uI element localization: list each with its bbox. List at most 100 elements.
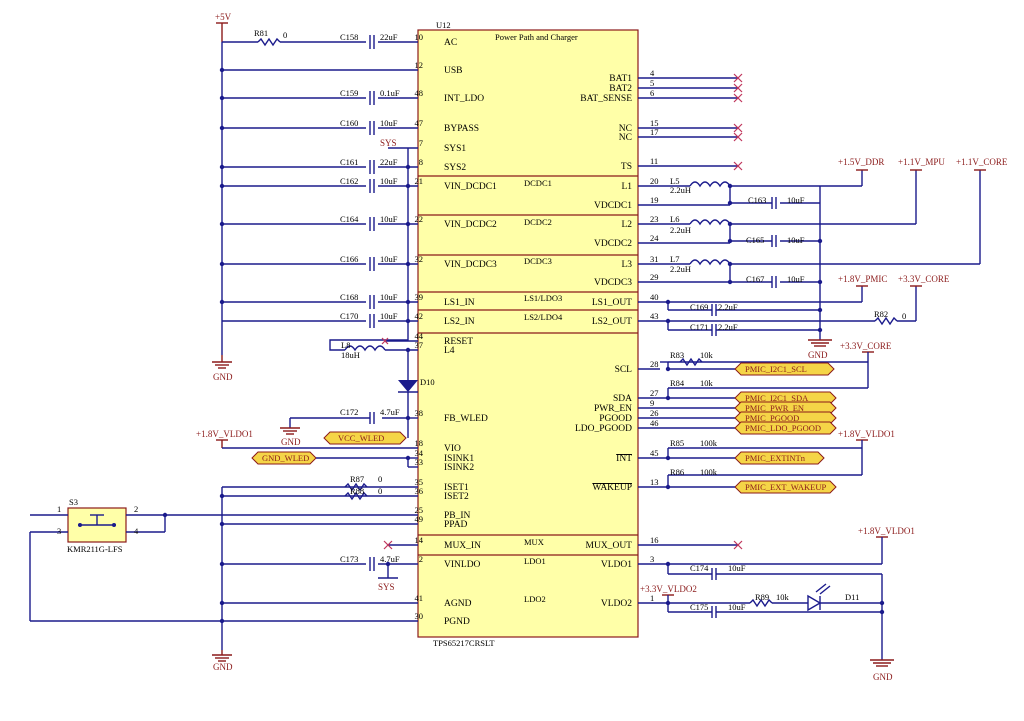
pin-name: MUX_IN <box>444 541 481 551</box>
svg-text:100k: 100k <box>700 467 718 477</box>
svg-text:0: 0 <box>378 486 382 496</box>
pin-name: WAKEUP <box>592 483 632 493</box>
pin-name: MUX_OUT <box>586 541 633 551</box>
net-vcc-wled: VCC_WLED <box>323 431 407 445</box>
svg-text:KMR211G-LFS: KMR211G-LFS <box>67 544 123 554</box>
pin-number: 3 <box>650 554 654 564</box>
pin-name: NC <box>619 124 632 134</box>
sys-label: SYS <box>380 138 397 148</box>
svg-text:2.2uH: 2.2uH <box>670 225 691 235</box>
svg-text:10k: 10k <box>776 592 790 602</box>
svg-text:+3.3V_CORE: +3.3V_CORE <box>840 341 892 351</box>
svg-text:22uF: 22uF <box>380 157 398 167</box>
gnd-symbol-bottom-right: GND <box>870 659 894 682</box>
pin-number: 32 <box>415 254 424 264</box>
svg-text:22uF: 22uF <box>380 32 398 42</box>
block-dcdc1: DCDC1 <box>524 178 552 188</box>
pin-name: VLDO1 <box>601 560 632 570</box>
pin-number: 26 <box>650 408 659 418</box>
svg-text:+1.1V_CORE: +1.1V_CORE <box>956 157 1008 167</box>
switch-s3: S3 KMR211G-LFS 1 2 3 4 <box>30 497 165 554</box>
pin-number: 15 <box>650 118 659 128</box>
svg-text:0: 0 <box>902 311 906 321</box>
pin-number: 27 <box>650 388 659 398</box>
svg-text:2.2uF: 2.2uF <box>718 302 738 312</box>
pin-name: SYS1 <box>444 144 466 154</box>
svg-text:R85: R85 <box>670 438 684 448</box>
pin-name: LDO_PGOOD <box>575 424 632 434</box>
pin-name: VDCDC3 <box>594 278 632 288</box>
svg-text:100k: 100k <box>700 438 718 448</box>
ic-part-number: TPS65217CRSLT <box>433 638 495 648</box>
pin-number: 6 <box>650 88 654 98</box>
pin-name: PGOOD <box>599 414 632 424</box>
svg-text:R84: R84 <box>670 378 685 388</box>
pin-name: RESET <box>444 337 473 347</box>
svg-text:10uF: 10uF <box>380 254 398 264</box>
svg-text:+1.1V_MPU: +1.1V_MPU <box>898 157 945 167</box>
svg-text:C163: C163 <box>748 195 766 205</box>
power-5v: +5V <box>215 12 232 42</box>
pin-name: LS1_IN <box>444 298 475 308</box>
svg-text:C174: C174 <box>690 563 709 573</box>
pin-number: 39 <box>415 292 424 302</box>
pin-number: 16 <box>650 535 659 545</box>
svg-text:1: 1 <box>57 504 61 514</box>
pin-number: 19 <box>650 195 659 205</box>
pin-number: 38 <box>415 408 424 418</box>
pin-name: ISET1 <box>444 483 469 493</box>
svg-text:PMIC_PGOOD: PMIC_PGOOD <box>745 413 799 423</box>
pin-name: PGND <box>444 617 470 627</box>
pin-name: VIN_DCDC1 <box>444 182 497 192</box>
pin-name: ISINK1 <box>444 454 474 464</box>
pin-name: SYS2 <box>444 163 466 173</box>
svg-text:C160: C160 <box>340 118 358 128</box>
pin-number: 47 <box>415 118 424 128</box>
d11-led: D11 <box>807 583 859 612</box>
pin-number: 36 <box>415 486 424 496</box>
svg-text:PMIC_PWR_EN: PMIC_PWR_EN <box>745 403 804 413</box>
pin-name: VINLDO <box>444 560 481 570</box>
svg-text:C175: C175 <box>690 602 708 612</box>
power-flags-right: +1.5V_DDR +1.1V_MPU +1.1V_CORE +1.8V_PMI… <box>838 157 1008 287</box>
pin-number: 31 <box>650 254 659 264</box>
power-18v-vldo1-ldo: +1.8V_VLDO1 <box>858 526 915 538</box>
pin-number: 29 <box>650 272 659 282</box>
pin-number: 44 <box>415 331 424 341</box>
gnd-label: GND <box>213 372 233 382</box>
power-33v-vldo2: +3.3V_VLDO2 <box>640 584 697 596</box>
svg-text:0.1uF: 0.1uF <box>380 88 400 98</box>
pin-number: 14 <box>415 535 424 545</box>
svg-text:GND: GND <box>281 437 301 447</box>
svg-text:C162: C162 <box>340 176 358 186</box>
svg-text:C164: C164 <box>340 214 359 224</box>
ic-left-pins: 10AC12USB48INT_LDO47BYPASS7SYS18SYS221VI… <box>415 32 498 627</box>
block-dcdc2: DCDC2 <box>524 217 552 227</box>
svg-text:VCC_WLED: VCC_WLED <box>338 433 384 443</box>
svg-text:D11: D11 <box>845 592 859 602</box>
pin-number: 7 <box>419 138 423 148</box>
pin-name: VIN_DCDC2 <box>444 220 497 230</box>
svg-text:PMIC_EXTINTn: PMIC_EXTINTn <box>745 453 806 463</box>
pin-name: USB <box>444 66 462 76</box>
pin-number: 40 <box>650 292 659 302</box>
svg-text:10uF: 10uF <box>380 118 398 128</box>
pin-name: TS <box>621 162 632 172</box>
pin-number: 8 <box>419 157 423 167</box>
svg-text:10k: 10k <box>700 378 714 388</box>
svg-text:R89: R89 <box>755 592 769 602</box>
pin-name: INT <box>616 454 632 464</box>
pin-name: AC <box>444 38 457 48</box>
svg-text:+1.8V_VLDO1: +1.8V_VLDO1 <box>838 429 895 439</box>
svg-text:10uF: 10uF <box>787 235 805 245</box>
power-33v-core-pullup: +3.3V_CORE <box>840 341 892 353</box>
svg-text:+1.5V_DDR: +1.5V_DDR <box>838 157 884 167</box>
pin-number: 33 <box>415 457 424 467</box>
pin-name: NC <box>619 133 632 143</box>
